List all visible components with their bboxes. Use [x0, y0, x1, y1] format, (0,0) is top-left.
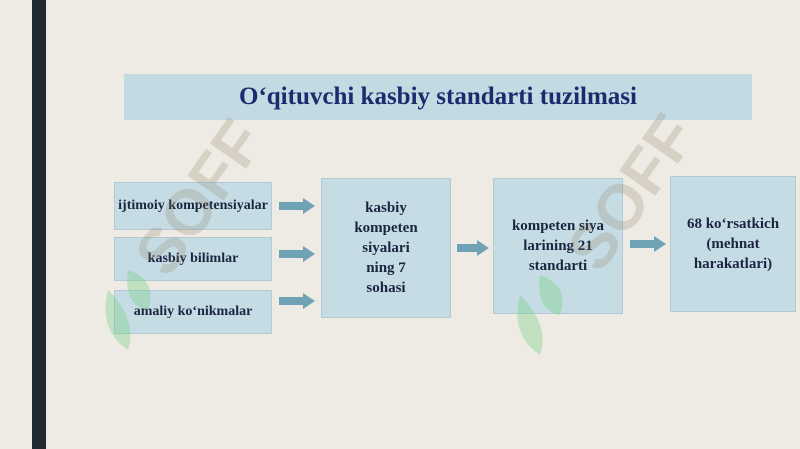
diagram-title: O‘qituvchi kasbiy standarti tuzilmasi — [239, 83, 637, 110]
arrow-right-icon — [457, 240, 489, 256]
arrow-right-icon — [630, 236, 666, 252]
box-kasbiy-bilimlar: kasbiy bilimlar — [114, 237, 272, 281]
box-label: ijtimoiy kompetensiyalar — [118, 198, 268, 213]
box-label: kasbiy bilimlar — [147, 251, 239, 266]
box-label: kompeten siya larining 21 standarti — [511, 218, 605, 274]
title-band: O‘qituvchi kasbiy standarti tuzilmasi — [124, 74, 752, 120]
box-label: kasbiy kompeten siyalari ning 7 sohasi — [354, 200, 418, 296]
box-amaliy-konikmalar: amaliy ko‘nikmalar — [114, 290, 272, 334]
box-label: amaliy ko‘nikmalar — [133, 304, 253, 319]
box-ijtimoiy-kompetensiyalar: ijtimoiy kompetensiyalar — [114, 182, 272, 230]
box-kasbiy-kompetensiyalari-7-sohasi: kasbiy kompeten siyalari ning 7 sohasi — [321, 178, 451, 318]
box-21-standarti: kompeten siya larining 21 standarti — [493, 178, 623, 314]
left-accent-bar — [32, 0, 46, 449]
arrow-right-icon — [279, 293, 315, 309]
arrow-right-icon — [279, 198, 315, 214]
box-label: 68 ko‘rsatkich (mehnat harakatlari) — [686, 216, 780, 272]
box-68-korsatkich: 68 ko‘rsatkich (mehnat harakatlari) — [670, 176, 796, 312]
arrow-right-icon — [279, 246, 315, 262]
